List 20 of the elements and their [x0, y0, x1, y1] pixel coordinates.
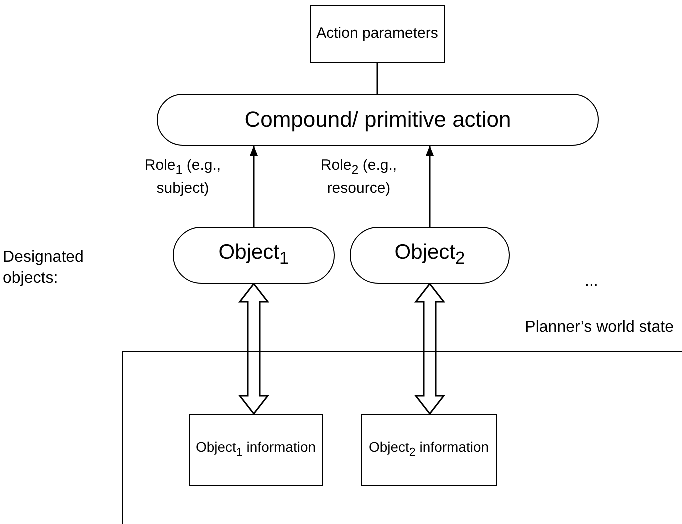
ellipsis-text: ...	[585, 272, 600, 292]
row-label: Designated objects:	[3, 248, 83, 289]
edge-label: Role$_{1}$ (e.g., subject)	[144, 156, 222, 199]
arrow	[426, 146, 434, 227]
node-label: Compound/ primitive action	[244, 106, 512, 134]
node-label: Object$_{1}$	[218, 240, 290, 271]
arrow	[250, 146, 258, 227]
node-label: Object$_{2}$ information	[368, 439, 490, 461]
region-title: Planner’s world state	[525, 318, 674, 338]
information-box	[189, 414, 323, 486]
node-label: Object$_{2}$	[394, 240, 466, 271]
node-label: Action parameters	[316, 24, 438, 44]
connector-line	[376, 63, 378, 94]
double-block-arrow	[414, 282, 446, 416]
action-pill	[157, 94, 599, 146]
node-label: Object$_{1}$ information	[196, 439, 316, 461]
double-block-arrow	[238, 282, 270, 416]
parameter-box	[310, 5, 445, 63]
information-box	[361, 414, 497, 486]
edge-label: Role$_{2}$ (e.g., resource)	[320, 156, 398, 199]
